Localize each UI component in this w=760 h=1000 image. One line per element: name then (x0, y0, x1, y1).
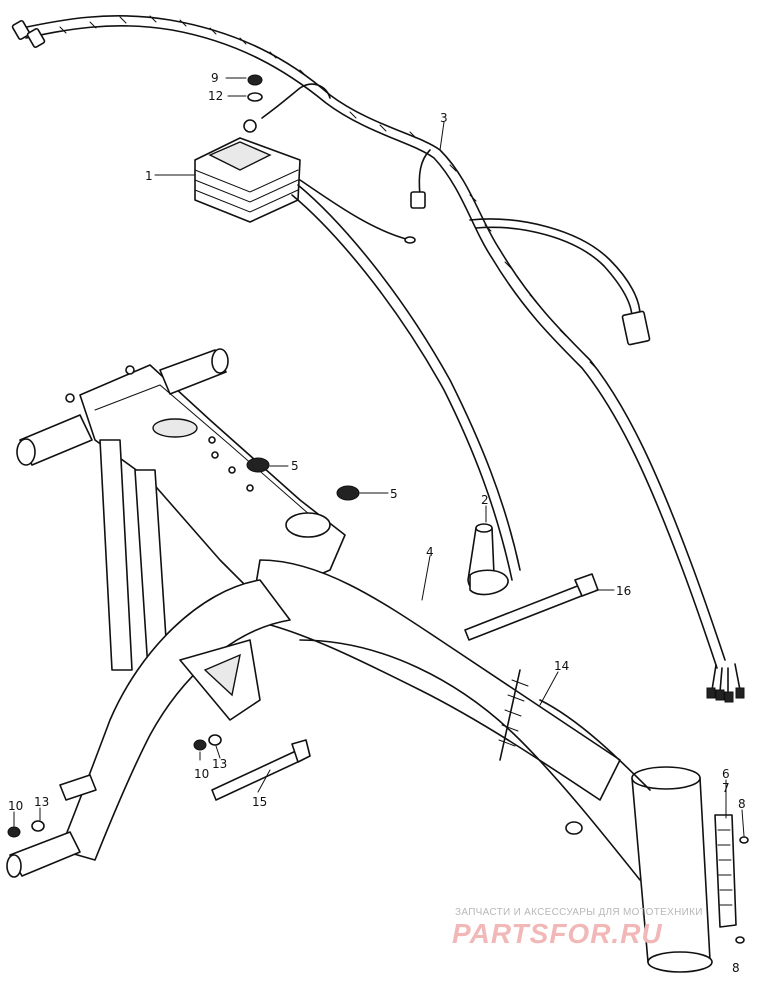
callout-13-low: 13 (34, 795, 49, 809)
callout-8-lower: 8 (732, 961, 740, 975)
callout-6: 6 (722, 767, 730, 781)
callout-2: 2 (481, 493, 489, 507)
callout-10-low: 10 (8, 799, 23, 813)
callout-4: 4 (426, 545, 434, 559)
caution-label (714, 814, 737, 928)
nut-washer-low (7, 820, 45, 838)
bolt-16 (464, 573, 599, 641)
callout-5-right: 5 (390, 487, 398, 501)
watermark-logo: PARTSFOR.RU (452, 918, 663, 949)
callout-8-upper: 8 (738, 797, 746, 811)
callout-14: 14 (554, 659, 569, 673)
callout-5-upper: 5 (291, 459, 299, 473)
callout-16: 16 (616, 584, 631, 598)
callout-7: 7 (722, 781, 730, 795)
leader-lines (13, 77, 745, 837)
nut-washer-top (247, 74, 263, 102)
bolt-15 (211, 739, 311, 801)
screw-8 (735, 836, 749, 944)
callout-3: 3 (440, 111, 448, 125)
wiring-harness (11, 15, 745, 703)
main-frame (6, 348, 713, 973)
watermark-tagline: ЗАПЧАСТИ И АКСЕССУАРЫ ДЛЯ МОТОТЕХНИКИ (455, 907, 703, 918)
callout-10-mid: 10 (194, 767, 209, 781)
callout-15: 15 (252, 795, 267, 809)
plug-cap (467, 523, 509, 596)
callout-1: 1 (145, 169, 153, 183)
callout-9: 9 (211, 71, 219, 85)
ignition-unit (194, 119, 521, 581)
callouts: 1 2 3 4 5 5 6 7 8 8 9 10 10 12 13 13 14 … (8, 71, 746, 975)
callout-12: 12 (208, 89, 223, 103)
nut-washer-mid (193, 734, 222, 751)
callout-13-mid: 13 (212, 757, 227, 771)
